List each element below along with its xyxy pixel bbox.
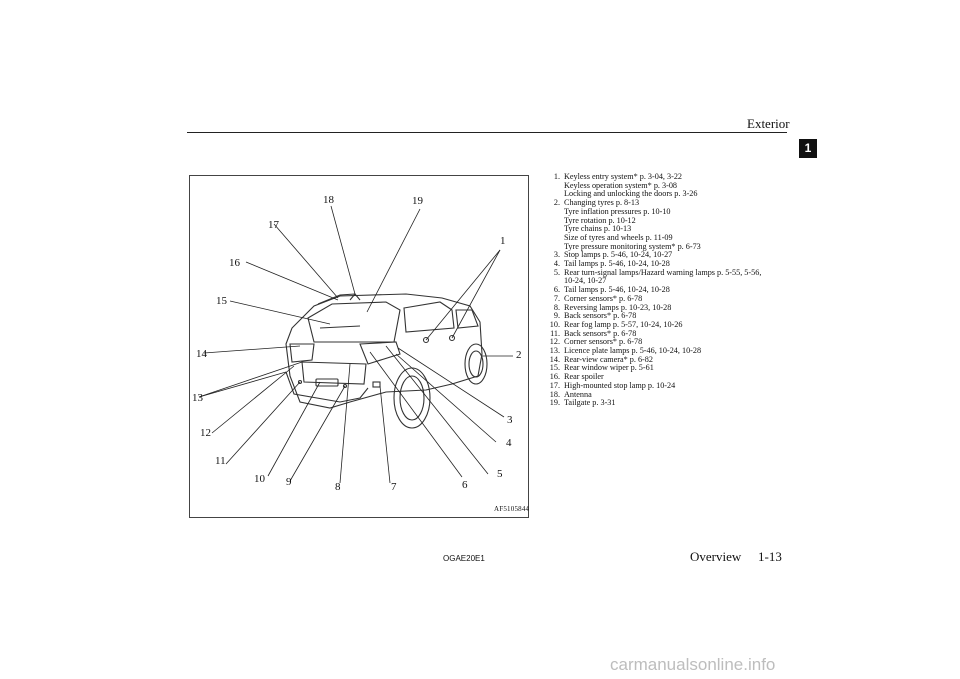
list-item-number: 11. — [550, 328, 560, 338]
list-item-text: Tailgate p. 3-31 — [564, 398, 616, 408]
list-item-text: Tyre chains p. 10-13 — [564, 224, 632, 234]
callout-17: 17 — [268, 219, 279, 231]
list-item: 10. Rear fog lamp p. 5-57, 10-24, 10-26 — [540, 319, 761, 330]
callout-4: 4 — [506, 437, 512, 449]
list-item-text: Size of tyres and wheels p. 11-09 — [564, 232, 673, 242]
callout-2: 2 — [516, 349, 522, 361]
list-item: 5. Rear turn-signal lamps/Hazard warning … — [540, 267, 762, 286]
list-item-text: Locking and unlocking the doors p. 3-26 — [564, 189, 698, 199]
list-item-text: Back sensors* p. 6-78 — [564, 311, 637, 321]
list-item: 19. Tailgate p. 3-31 — [540, 399, 761, 408]
page-number: 1-13 — [758, 549, 782, 564]
list-item-text: Tail lamps p. 5-46, 10-24, 10-28 — [564, 259, 670, 269]
list-item-number: 4. — [553, 259, 560, 269]
list-item-text: Corner sensors* p. 6-78 — [564, 337, 643, 347]
callout-7: 7 — [391, 481, 397, 493]
list-item-number: 14. — [549, 354, 560, 364]
list-item: 17. High-mounted stop lamp p. 10-24 — [540, 380, 761, 391]
list-item: 7. Corner sensors* p. 6-78 — [540, 293, 761, 304]
list-item-number: 12. — [549, 337, 560, 347]
list-item-number: 6. — [553, 285, 560, 295]
list-item-number: 13. — [549, 346, 560, 356]
footer-section-name: Overview — [690, 549, 742, 564]
callout-1: 1 — [500, 235, 506, 247]
list-item-number: 18. — [549, 389, 560, 399]
list-item: 6. Tail lamps p. 5-46, 10-24, 10-28 — [540, 285, 761, 295]
list-item-text: Reversing lamps p. 10-23, 10-28 — [564, 302, 672, 312]
list-item-number: 17. — [549, 380, 560, 390]
list-item-text: Back sensors* p. 6-78 — [564, 328, 637, 338]
document-code: OGAE20E1 — [443, 554, 485, 563]
list-item: 15. Rear window wiper p. 5-61 — [540, 364, 761, 373]
callout-14: 14 — [196, 348, 207, 360]
callout-3: 3 — [507, 414, 513, 426]
list-item-number: 8. — [553, 302, 560, 312]
list-item: 12. Corner sensors* p. 6-78 — [540, 338, 761, 347]
list-item-text: Tyre inflation pressures p. 10-10 — [564, 206, 671, 216]
list-item: 3. Stop lamps p. 5-46, 10-24, 10-27 — [540, 251, 761, 260]
list-item: 8. Reversing lamps p. 10-23, 10-28 — [540, 302, 761, 313]
list-item-text: Corner sensors* p. 6-78 — [564, 293, 643, 303]
callout-19: 19 — [412, 195, 423, 207]
list-item-number: 3. — [553, 250, 560, 260]
list-item-number: 5. — [553, 267, 560, 277]
callout-6: 6 — [462, 479, 468, 491]
list-item-number: 16. — [549, 372, 560, 382]
list-item-text: Rear turn-signal lamps/Hazard warning la… — [564, 267, 762, 277]
list-item: 16. Rear spoiler — [540, 372, 761, 382]
list-item-text: Antenna — [564, 389, 592, 399]
callout-12: 12 — [200, 427, 211, 439]
callout-9: 9 — [286, 476, 292, 488]
list-item-text: Keyless entry system* p. 3-04, 3-22 — [564, 172, 683, 181]
callout-11: 11 — [215, 455, 226, 467]
callout-10: 10 — [254, 473, 265, 485]
list-item-text: Rear spoiler — [564, 372, 604, 382]
list-item-text: Tail lamps p. 5-46, 10-24, 10-28 — [564, 285, 670, 295]
section-title: Exterior — [747, 116, 790, 131]
list-item: 4. Tail lamps p. 5-46, 10-24, 10-28 — [540, 259, 761, 269]
chapter-tab[interactable]: 1 — [799, 139, 817, 158]
callout-13: 13 — [192, 392, 203, 404]
list-item-text: Rear window wiper p. 5-61 — [564, 363, 654, 373]
list-item-number: 10. — [549, 319, 560, 329]
callout-15: 15 — [216, 295, 227, 307]
list-item-number: 7. — [553, 293, 560, 303]
vehicle-rear-figure: 1 2 3 4 5 6 7 8 9 10 11 12 13 14 15 16 1… — [189, 175, 529, 518]
list-item: 11. Back sensors* p. 6-78 — [540, 328, 761, 339]
list-item-text: Tyre rotation p. 10-12 — [564, 215, 636, 225]
list-item-text: 10-24, 10-27 — [564, 276, 607, 286]
list-item-number: 9. — [553, 311, 560, 321]
watermark: carmanualsonline.info — [610, 655, 776, 674]
list-item-text: Rear-view camera* p. 6-82 — [564, 354, 653, 364]
list-item-number: 19. — [549, 398, 560, 408]
list-item-text: Keyless operation system* p. 3-08 — [564, 180, 678, 190]
list-item-number: 1. — [553, 172, 560, 181]
list-item-number: 15. — [549, 363, 560, 373]
list-item: 18. Antenna — [540, 389, 761, 400]
list-item-number: 2. — [553, 198, 560, 208]
list-item-text: Rear fog lamp p. 5-57, 10-24, 10-26 — [564, 319, 683, 329]
callout-18: 18 — [323, 194, 334, 206]
callout-8: 8 — [335, 481, 341, 493]
callout-16: 16 — [229, 257, 240, 269]
figure-code: AF5105844 — [494, 505, 530, 513]
vehicle-illustration — [198, 205, 513, 484]
list-item-text: Changing tyres p. 8-13 — [564, 198, 640, 208]
list-item: 14. Rear-view camera* p. 6-82 — [540, 354, 761, 365]
list-item-text: Stop lamps p. 5-46, 10-24, 10-27 — [564, 250, 673, 260]
header-rule — [187, 132, 787, 133]
list-item-text: Tyre pressure monitoring system* p. 6-73 — [564, 241, 701, 251]
list-item: 9. Back sensors* p. 6-78 — [540, 312, 761, 321]
list-item-text: High-mounted stop lamp p. 10-24 — [564, 380, 676, 390]
callout-5: 5 — [497, 468, 503, 480]
list-item-text: Licence plate lamps p. 5-46, 10-24, 10-2… — [564, 346, 702, 356]
list-item: 13. Licence plate lamps p. 5-46, 10-24, 1… — [540, 346, 761, 356]
